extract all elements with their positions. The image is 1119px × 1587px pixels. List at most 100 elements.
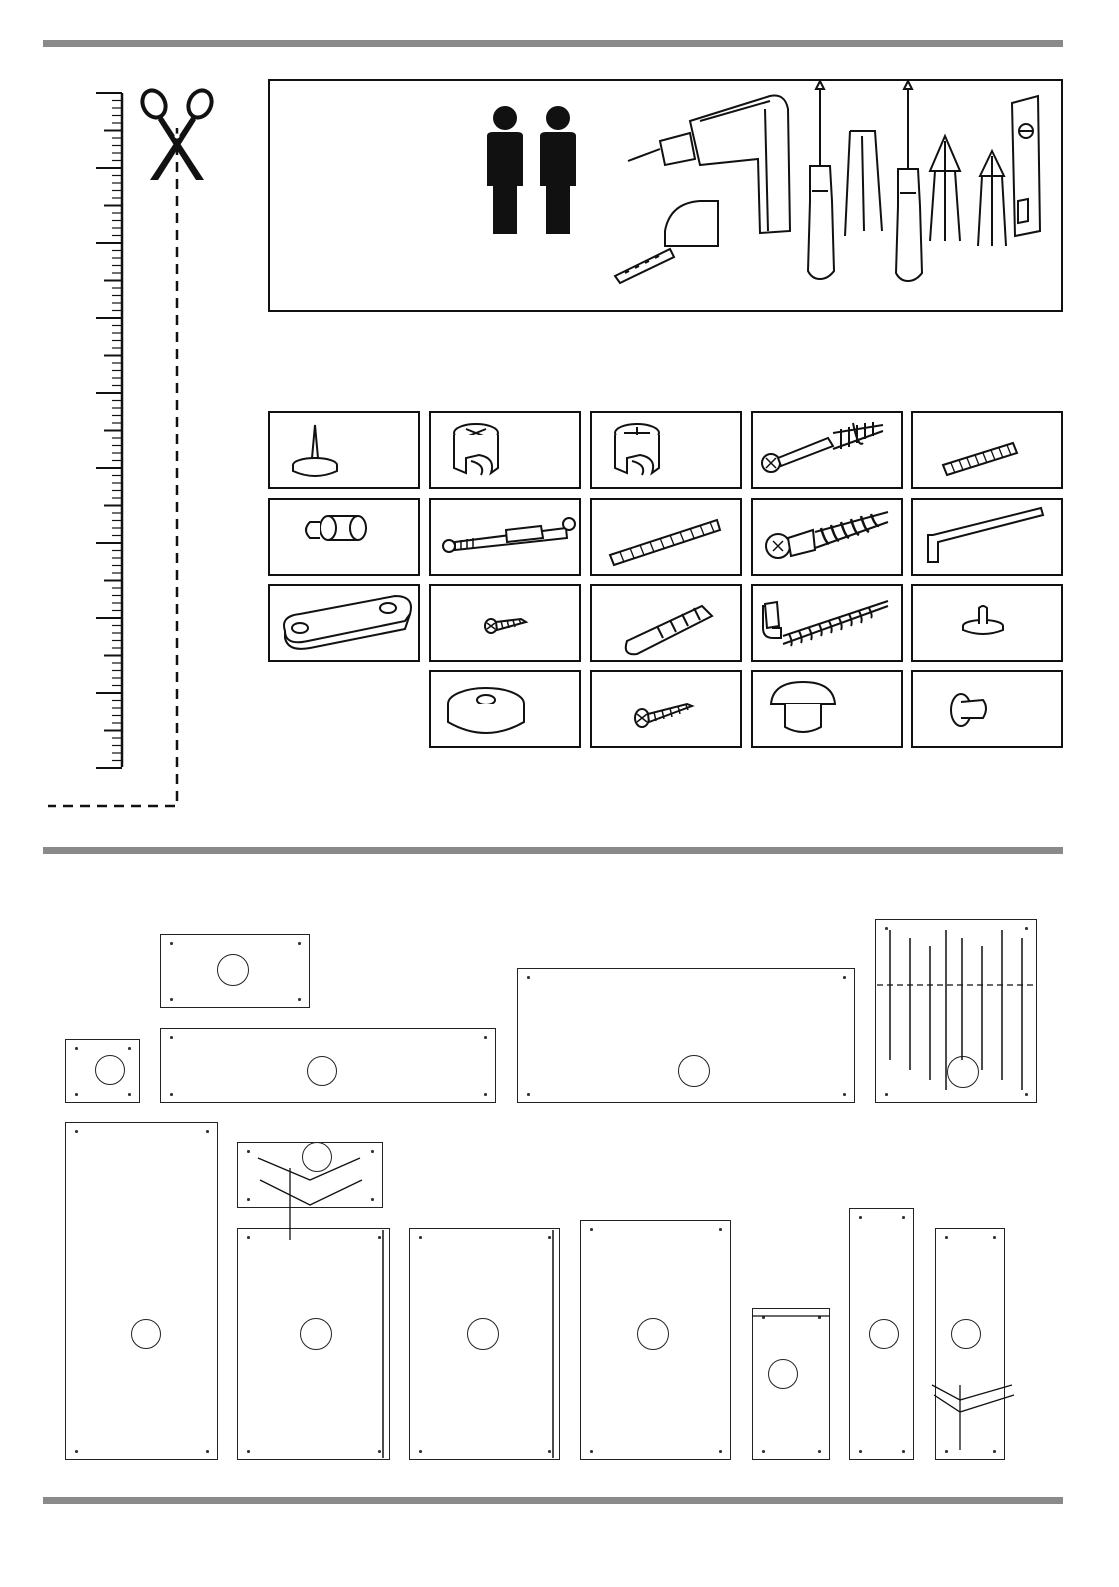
drill-hole-dot [1025,927,1028,930]
drill-hole-dot [419,1236,422,1239]
drill-hole-dot [993,1450,996,1453]
drill-hole-dot [298,998,301,1001]
drill-hole-dot [247,1198,250,1201]
drill-hole-dot [170,998,173,1001]
hardware-cam-lock [429,411,581,489]
hardware-cover-cap [751,670,903,748]
drill-hole-dot [371,1150,374,1153]
connector-plate-icon [270,586,418,660]
shelf-pin-icon [270,500,418,574]
panel-center-hole [467,1318,499,1350]
flat-bit-icon [978,151,1006,246]
drill-hole-dot [128,1093,131,1096]
drill-hole-dot [371,1198,374,1201]
tape-measure-icon [615,201,718,283]
person-icon [487,106,523,234]
hardware-rubber-bumper [429,670,581,748]
phillips-screwdriver-icon [808,81,834,279]
drill-hole-dot [818,1316,821,1319]
drill-hole-dot [945,1236,948,1239]
wall-plug-icon [592,586,740,660]
drill-hole-dot [1025,1093,1028,1096]
drill-hole-dot [170,942,173,945]
drill-hole-dot [818,1450,821,1453]
drill-hole-dot [590,1450,593,1453]
allen-key-icon [913,500,1061,574]
panel-center-hole [678,1055,710,1087]
drill-hole-dot [719,1228,722,1231]
drill-hole-dot [719,1450,722,1453]
drill-hole-dot [885,927,888,930]
hardware-long-screw [590,670,742,748]
drill-hole-dot [75,1047,78,1050]
wood-dowel-long-icon [592,500,740,574]
hardware-connector-plate [268,584,420,662]
cam-lock-icon [431,413,579,487]
panel-center-hole [951,1319,981,1349]
hook-screw-icon [753,586,901,660]
hardware-nail-glide [268,411,420,489]
drill-hole-dot [75,1093,78,1096]
double-cam-bolt-icon [431,500,579,574]
phillips-bit-icon [930,136,960,241]
drill-hole-dot [762,1316,765,1319]
hardware-shelf-pin [268,498,420,576]
hardware-cam-bolt-with-screw [751,498,903,576]
panel-center-hole [637,1318,669,1350]
cam-bolt-long-icon [753,413,901,487]
cam-bolt-with-screw-icon [753,500,901,574]
drill-hole-dot [548,1236,551,1239]
drill-hole-dot [527,976,530,979]
drill-hole-dot [247,1450,250,1453]
panel-center-hole [302,1142,332,1172]
drill-hole-dot [206,1450,209,1453]
drill-hole-dot [859,1216,862,1219]
hardware-allen-key [911,498,1063,576]
wood-dowel-short-icon [913,413,1061,487]
panel-side-panel-left [65,1122,218,1460]
panel-center-hole [768,1359,798,1389]
drill-hole-dot [527,1093,530,1096]
bottom-divider [43,1497,1063,1504]
short-screw-icon [431,586,579,660]
hardware-cam-bolt-long [751,411,903,489]
tools-required-panel [268,79,1063,312]
hardware-short-screw [429,584,581,662]
cam-lock-alt-icon [592,413,740,487]
spirit-level-icon [1012,96,1040,236]
long-screw-icon [592,672,740,746]
panel-center-hole [307,1056,337,1086]
drill-hole-dot [902,1450,905,1453]
drill-hole-dot [484,1036,487,1039]
middle-divider [43,847,1063,854]
drill-hole-dot [762,1450,765,1453]
hardware-hook-screw [751,584,903,662]
drill-hole-dot [484,1093,487,1096]
drill-hole-dot [247,1236,250,1239]
ruler-icon [96,93,122,768]
hardware-double-cam-bolt [429,498,581,576]
drill-hole-dot [419,1450,422,1453]
drill-hole-dot [247,1150,250,1153]
hardware-wood-dowel-short [911,411,1063,489]
drill-hole-dot [128,1047,131,1050]
person-icon [540,106,576,234]
rubber-bumper-icon [431,672,579,746]
push-pin-stud-icon [913,586,1061,660]
nail-glide-icon [270,413,418,487]
drill-hole-dot [206,1130,209,1133]
flathead-screwdriver-icon [845,131,882,236]
cut-out-ruler [0,0,260,820]
hardware-push-pin-stud [911,584,1063,662]
screwdriver-icon [896,81,922,281]
drill-hole-dot [75,1450,78,1453]
panel-center-hole [95,1055,125,1085]
drill-hole-dot [75,1130,78,1133]
drill-hole-dot [885,1093,888,1096]
drill-hole-dot [378,1236,381,1239]
hardware-mushroom-pin [911,670,1063,748]
drill-hole-dot [298,942,301,945]
drill-hole-dot [993,1236,996,1239]
mushroom-pin-icon [913,672,1061,746]
hardware-cam-lock-alt [590,411,742,489]
